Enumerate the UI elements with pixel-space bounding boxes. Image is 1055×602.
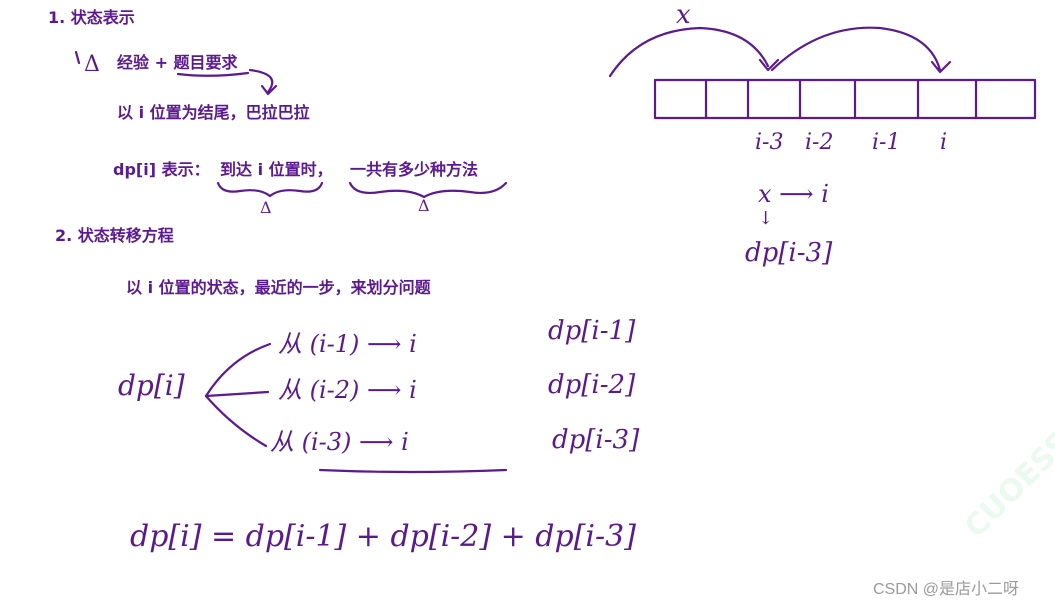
branch-from-3: 从 (i-3) ⟶ i <box>270 428 409 456</box>
dp-definition-prefix: dp[i] 表示： <box>113 160 210 179</box>
skip-x-mark: x <box>676 0 691 30</box>
section2-heading: 2. 状态转移方程 <box>55 226 174 245</box>
branch-to-2: dp[i-2] <box>548 370 636 400</box>
branch-from-2: 从 (i-2) ⟶ i <box>278 376 417 404</box>
triangle-mark-icon: Δ <box>418 196 430 215</box>
formula: dp[i] = dp[i-1] + dp[i-2] + dp[i-3] <box>130 519 636 554</box>
index-label-i: i <box>940 130 948 155</box>
note-label: 经验 + 题目要求 <box>117 53 238 72</box>
triangle-mark-icon: Δ <box>260 198 272 217</box>
down-arrow-icon: ↓ <box>758 208 774 229</box>
x-to-i: x ⟶ i <box>758 180 829 208</box>
triangle-mark-icon: Δ <box>84 52 100 77</box>
dp-i-label: dp[i] <box>118 369 185 402</box>
branch-to-3: dp[i-3] <box>552 425 640 455</box>
branch-from-1: 从 (i-1) ⟶ i <box>278 330 417 358</box>
index-label-i-2: i-2 <box>805 130 834 155</box>
branch-to-1: dp[i-1] <box>548 316 636 346</box>
section1-heading: 1. 状态表示 <box>48 8 135 27</box>
index-label-i-3: i-3 <box>755 130 784 155</box>
index-label-i-1: i-1 <box>872 130 901 155</box>
csdn-watermark: CSDN @是店小二呀 <box>873 581 1020 598</box>
dp-ref: dp[i-3] <box>745 238 833 268</box>
section1-line1: 以 i 位置为结尾，巴拉巴拉 <box>117 103 310 122</box>
dp-definition-part1: 到达 i 位置时， <box>220 160 333 179</box>
section2-subline: 以 i 位置的状态，最近的一步，来划分问题 <box>126 278 431 297</box>
dp-definition-part2: 一共有多少种方法 <box>350 160 479 179</box>
